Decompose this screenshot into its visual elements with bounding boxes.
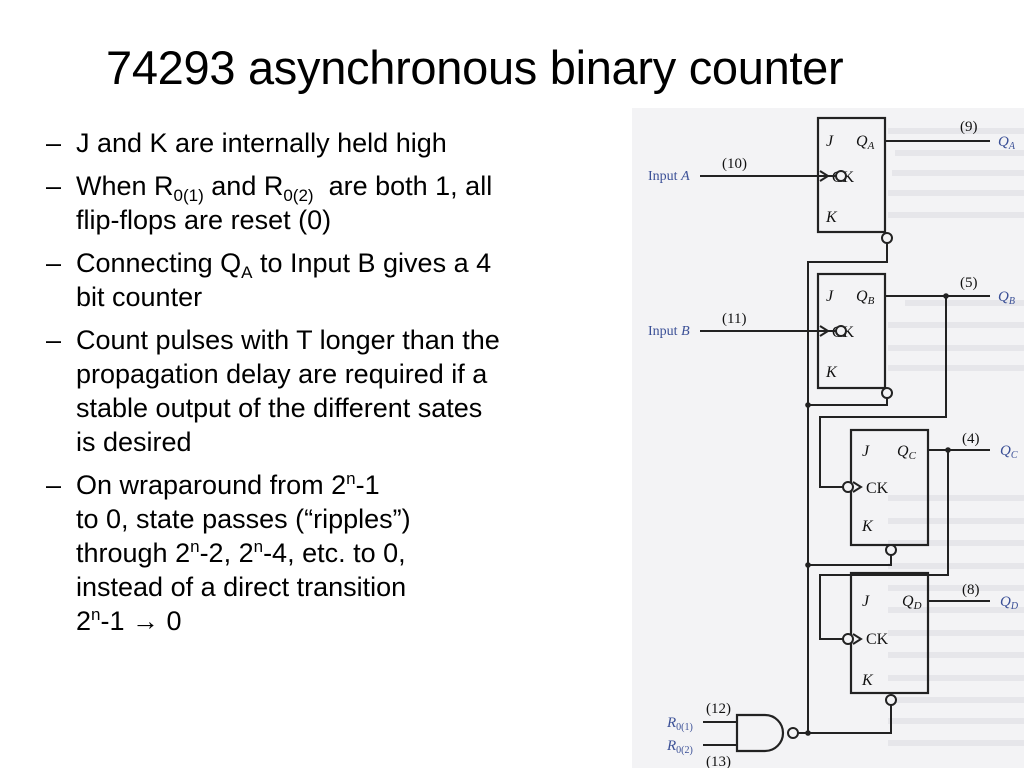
bullet-line: stable output of the different sates	[76, 393, 483, 423]
input-a: Input A (10)	[648, 156, 836, 184]
bullet-line: Connecting QA to Input B gives a 4	[76, 248, 492, 282]
flip-flop-d: J QD CK K (8) QD	[842, 571, 1019, 706]
svg-text:QC: QC	[1000, 443, 1018, 461]
flip-flop-c: J QC CK K (4) QC	[842, 428, 1018, 556]
reset2-label: R0(2)	[666, 738, 693, 756]
clock-bubble	[842, 481, 854, 493]
svg-text:CK: CK	[866, 631, 889, 648]
bullet-count-pulses: – Count pulses with T longer than the pr…	[46, 323, 626, 459]
wiring	[805, 243, 949, 736]
svg-text:K: K	[861, 518, 874, 535]
bullet-connect-qa: – Connecting QA to Input B gives a 4 bit…	[46, 246, 626, 314]
bullet-reset: – When R0(1) and R0(2) are both 1, all f…	[46, 169, 626, 237]
svg-text:K: K	[825, 364, 838, 381]
svg-text:QB: QB	[998, 289, 1015, 307]
dash-marker: –	[46, 128, 62, 158]
bullet-line: When R0(1) and R0(2) are both 1, all	[76, 171, 493, 205]
bullet-line: On wraparound from 2n-1	[76, 469, 380, 500]
ghost-text-background	[888, 128, 1024, 746]
bullet-line: to 0, state passes (“ripples”)	[76, 504, 411, 534]
svg-text:J: J	[862, 443, 870, 460]
arrow-icon: →	[132, 606, 160, 636]
nand-bubble	[787, 727, 799, 739]
flip-flop-b: J QB CK K (5) QB	[816, 272, 1015, 399]
reset-nand-gate: (12) (13) R0(1) R0(2)	[666, 701, 808, 768]
svg-text:(11): (11)	[722, 311, 746, 327]
bullet-line: Count pulses with T longer than the	[76, 325, 500, 355]
svg-text:J: J	[862, 593, 870, 610]
bullet-line: 2n-1 → 0	[76, 605, 182, 636]
svg-text:QD: QD	[1000, 594, 1019, 612]
svg-text:Input A: Input A	[648, 169, 690, 184]
dash-marker: –	[46, 470, 62, 500]
bullet-wraparound: – On wraparound from 2n-1 to 0, state pa…	[46, 468, 626, 638]
svg-text:QC: QC	[897, 443, 917, 462]
flip-flop-a: J QA CK K (9) QA	[816, 116, 1016, 244]
svg-text:(9): (9)	[960, 119, 978, 135]
reset-bubble	[885, 544, 897, 556]
svg-text:(10): (10)	[722, 156, 747, 172]
svg-text:Input B: Input B	[648, 324, 690, 339]
svg-text:K: K	[825, 209, 838, 226]
bullet-line: is desired	[76, 427, 192, 457]
svg-text:(4): (4)	[962, 431, 980, 447]
svg-text:QA: QA	[856, 133, 875, 152]
bullet-line: bit counter	[76, 282, 203, 312]
svg-text:(5): (5)	[960, 275, 978, 291]
svg-text:(8): (8)	[962, 582, 980, 598]
svg-text:QB: QB	[856, 288, 875, 307]
svg-text:(13): (13)	[706, 754, 731, 768]
counter-circuit-diagram: J QA CK K (9) QA Input A (10) J QB CK K	[632, 108, 1024, 768]
input-b: Input B (11)	[648, 311, 836, 339]
bullet-list: – J and K are internally held high – Whe…	[46, 126, 626, 647]
bullet-line: J and K are internally held high	[76, 128, 447, 158]
svg-text:QD: QD	[902, 593, 922, 612]
svg-text:CK: CK	[866, 480, 889, 497]
bullet-line: instead of a direct transition	[76, 572, 407, 602]
reset-bubble	[881, 232, 893, 244]
svg-text:J: J	[826, 133, 834, 150]
dash-marker: –	[46, 248, 62, 278]
clock-bubble	[835, 170, 847, 182]
slide-title: 74293 asynchronous binary counter	[106, 41, 844, 94]
bullet-line: through 2n-2, 2n-4, etc. to 0,	[76, 537, 406, 568]
dash-marker: –	[46, 325, 62, 355]
reset1-label: R0(1)	[666, 715, 693, 733]
bullet-line: flip-flops are reset (0)	[76, 205, 332, 235]
bullet-jk-high: – J and K are internally held high	[46, 126, 626, 160]
reset-bubble	[881, 387, 893, 399]
clock-bubble	[842, 633, 854, 645]
reset-bubble	[885, 694, 897, 706]
svg-text:K: K	[861, 672, 874, 689]
circuit-svg: J QA CK K (9) QA Input A (10) J QB CK K	[648, 116, 1024, 768]
dash-marker: –	[46, 171, 62, 201]
svg-text:QA: QA	[998, 134, 1016, 152]
svg-text:J: J	[826, 288, 834, 305]
clock-bubble	[835, 325, 847, 337]
svg-text:(12): (12)	[706, 701, 731, 717]
bullet-line: propagation delay are required if a	[76, 359, 488, 389]
